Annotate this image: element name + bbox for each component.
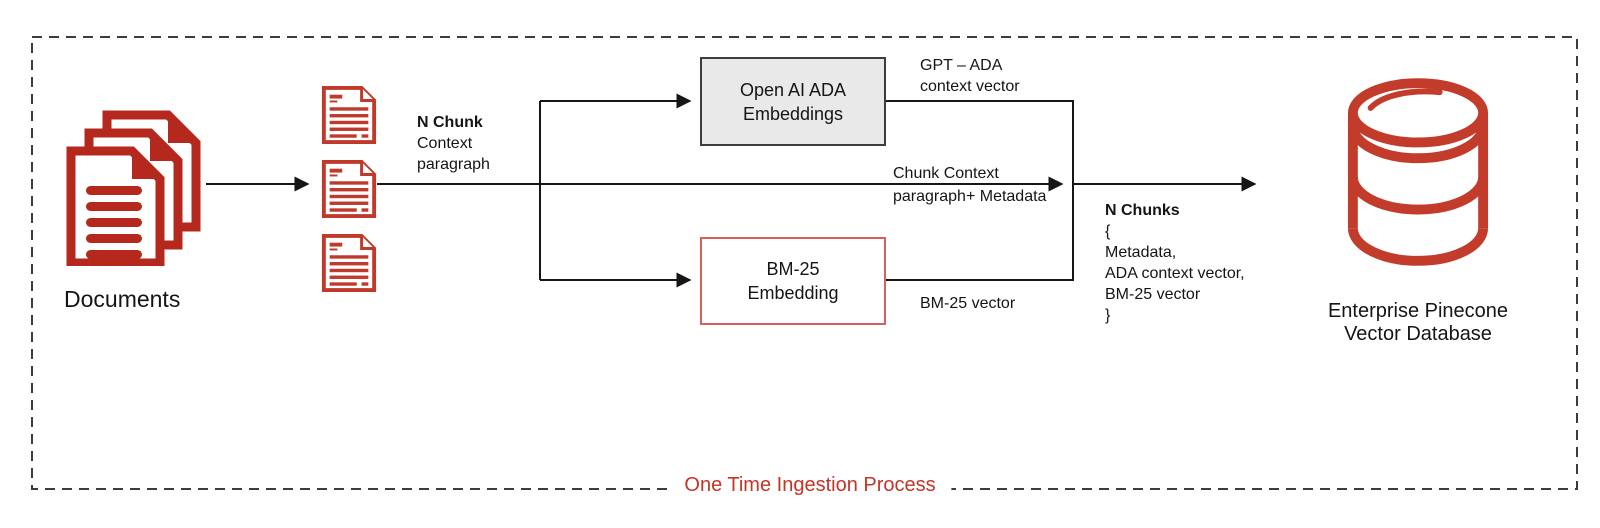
n-chunks-close-brace: }: [1105, 307, 1111, 324]
bm25-label-line1: BM-25: [766, 259, 820, 279]
openai-ada-embeddings-node: Open AI ADA Embeddings: [700, 57, 886, 146]
bm25-embedding-node: BM-25 Embedding: [700, 237, 886, 325]
n-chunks-bm25-vector: BM-25 vector: [1105, 286, 1201, 303]
pinecone-database-label: Enterprise Pinecone Vector Database: [1305, 300, 1531, 346]
gpt-ada-line2: context vector: [920, 78, 1020, 95]
n-chunks-open-brace: {: [1105, 223, 1111, 240]
process-boundary-dashed-border: [31, 36, 1578, 490]
gpt-ada-context-vector-label: GPT – ADA context vector: [920, 55, 1020, 97]
chunk-document-icon: [321, 86, 377, 144]
chunk-document-icon: [321, 160, 377, 218]
chunk-context-label: Chunk Context: [893, 165, 999, 182]
chunk-document-icon: [321, 234, 377, 292]
openai-ada-label-line2: Embeddings: [742, 103, 844, 124]
openai-ada-label-line1: Open AI ADA: [739, 79, 847, 100]
documents-stack-icon: [66, 110, 201, 266]
n-chunk-context-label: N Chunk Context paragraph: [417, 112, 490, 175]
documents-label: Documents: [64, 286, 181, 312]
n-chunk-line2: Context: [417, 135, 473, 152]
database-icon: [1347, 78, 1489, 266]
bm25-vector-label: BM-25 vector: [920, 295, 1016, 312]
gpt-ada-line1: GPT – ADA: [920, 57, 1003, 74]
one-time-ingestion-process-label: One Time Ingestion Process: [668, 474, 952, 497]
n-chunks-metadata: Metadata,: [1105, 244, 1177, 261]
n-chunk-line3: paragraph: [417, 156, 490, 173]
n-chunks-ada-vector: ADA context vector,: [1105, 265, 1245, 282]
paragraph-metadata-label: paragraph+ Metadata: [893, 188, 1047, 205]
pinecone-label-line1: Enterprise Pinecone: [1327, 300, 1509, 322]
n-chunk-line1: N Chunk: [417, 114, 483, 131]
n-chunks-title: N Chunks: [1105, 202, 1180, 219]
pinecone-label-line2: Vector Database: [1344, 323, 1492, 345]
bm25-label-line2: Embedding: [747, 283, 839, 303]
n-chunks-payload-label: N Chunks { Metadata, ADA context vector,…: [1105, 200, 1245, 326]
